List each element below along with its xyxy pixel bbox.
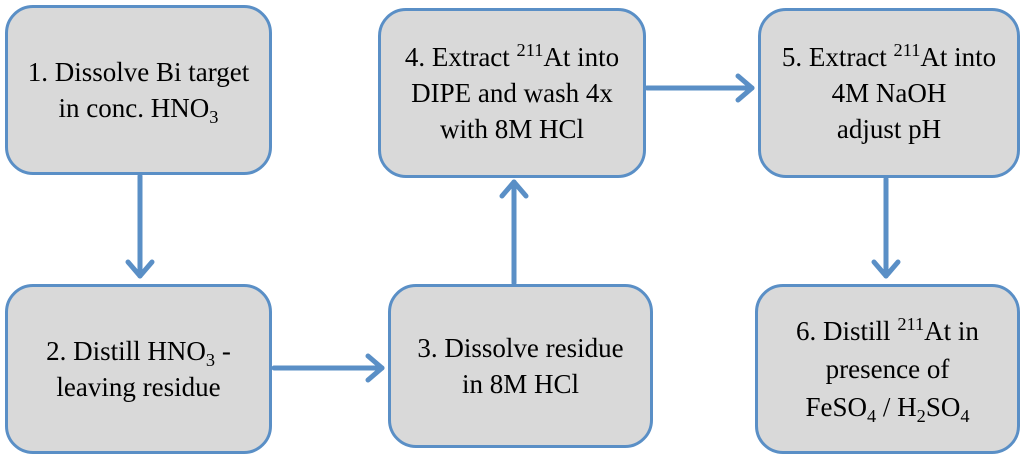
step-6-line-2: presence of <box>825 354 950 384</box>
step-3-box: 3. Dissolve residue in 8M HCl <box>388 284 653 448</box>
step-5-line-1-superscript: 211 <box>893 39 921 60</box>
step-3-line-2: in 8M HCl <box>461 369 580 399</box>
step-4-line-1: 4. Extract 211At into <box>405 39 619 75</box>
step-5-line-1-prefix: 5. Extract <box>781 42 894 72</box>
step-6-text: 6. Distill 211At in presence of FeSO4 / … <box>796 312 979 426</box>
step-4-text: 4. Extract 211At into DIPE and wash 4x w… <box>405 39 619 147</box>
step-3-text: 3. Dissolve residue in 8M HCl <box>417 330 623 402</box>
step-5-box: 5. Extract 211At into 4M NaOH adjust pH <box>758 8 1020 178</box>
step-6-box: 6. Distill 211At in presence of FeSO4 / … <box>755 284 1020 454</box>
step-1-line-1: 1. Dissolve Bi target <box>27 57 250 87</box>
step-5-text: 5. Extract 211At into 4M NaOH adjust pH <box>782 39 996 147</box>
step-3-line-1: 3. Dissolve residue <box>417 333 624 363</box>
step-1-line-2-text: in conc. HNO <box>58 93 210 123</box>
step-5-line-3: adjust pH <box>836 114 942 144</box>
step-6-line-3-feso-subscript: 4 <box>866 405 877 426</box>
step-6-line-1-superscript: 211 <box>897 313 925 334</box>
arrow-step5-to-step6 <box>871 176 901 279</box>
step-5-line-1-suffix: At into <box>920 42 997 72</box>
step-2-box: 2. Distill HNO3 - leaving residue <box>5 284 272 454</box>
step-2-line-1-subscript: 3 <box>205 349 216 370</box>
step-6-line-3-h-subscript: 2 <box>916 405 926 426</box>
step-6-line-3: FeSO4 / H2SO4 <box>796 388 979 426</box>
step-6-line-3-so: SO <box>925 392 961 422</box>
step-1-line-2: in conc. HNO3 <box>28 90 249 126</box>
step-4-line-1-prefix: 4. Extract <box>404 42 517 72</box>
step-4-line-3: with 8M HCl <box>439 114 585 144</box>
step-1-box: 1. Dissolve Bi target in conc. HNO3 <box>5 5 272 175</box>
step-2-line-1-prefix: 2. Distill HNO <box>46 336 206 366</box>
step-6-line-1: 6. Distill 211At in <box>796 312 979 350</box>
step-6-line-3-feso: FeSO <box>805 392 867 422</box>
step-4-line-2: DIPE and wash 4x <box>411 78 613 108</box>
step-2-line-1: 2. Distill HNO3 - <box>46 333 231 369</box>
step-2-line-2: leaving residue <box>56 372 221 402</box>
step-1-line-2-subscript: 3 <box>209 106 219 127</box>
step-4-box: 4. Extract 211At into DIPE and wash 4x w… <box>378 8 646 178</box>
step-2-text: 2. Distill HNO3 - leaving residue <box>46 333 231 405</box>
step-2-line-1-suffix: - <box>215 336 231 366</box>
arrow-step4-to-step5 <box>644 73 755 103</box>
arrow-step1-to-step2 <box>125 173 155 279</box>
step-4-line-1-suffix: At into <box>543 42 620 72</box>
arrow-step2-to-step3 <box>271 353 385 383</box>
step-6-line-1-prefix: 6. Distill <box>796 316 898 346</box>
step-6-line-3-separator: / H <box>876 392 917 422</box>
step-4-line-1-superscript: 211 <box>516 39 544 60</box>
arrow-step3-to-step4 <box>499 179 529 286</box>
step-6-line-3-so-subscript: 4 <box>960 405 970 426</box>
step-5-line-1: 5. Extract 211At into <box>782 39 996 75</box>
step-1-text: 1. Dissolve Bi target in conc. HNO3 <box>28 54 249 126</box>
step-6-line-1-suffix: At in <box>924 316 979 346</box>
step-5-line-2: 4M NaOH <box>831 78 947 108</box>
